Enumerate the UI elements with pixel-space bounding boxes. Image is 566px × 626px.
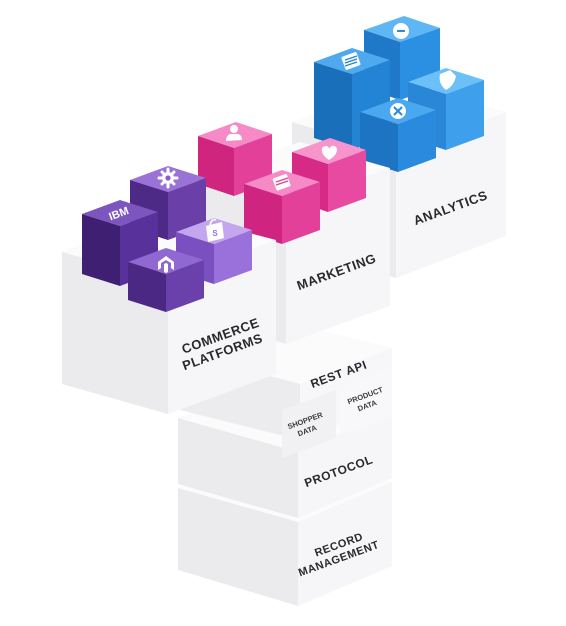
shield-icon — [439, 70, 456, 90]
dash-icon — [393, 23, 409, 39]
document-icon — [272, 174, 291, 191]
svg-text:S: S — [212, 229, 218, 238]
document-icon — [341, 52, 361, 70]
marketing-cubes — [198, 122, 366, 244]
user-icon — [226, 125, 242, 141]
heart-icon — [321, 145, 337, 160]
gear-icon — [157, 167, 179, 189]
marketing-cube-document — [244, 170, 320, 244]
commerce-cube-magento — [128, 248, 204, 312]
plus-icon — [390, 103, 406, 119]
commerce-cubes: IBM S — [82, 166, 252, 312]
magento-logo-icon — [158, 256, 174, 273]
analytics-cube-plus — [360, 98, 436, 172]
commerce-cube-shopify: S — [176, 218, 252, 284]
shopify-bag-icon: S — [206, 218, 224, 242]
analytics-cubes — [314, 16, 484, 172]
